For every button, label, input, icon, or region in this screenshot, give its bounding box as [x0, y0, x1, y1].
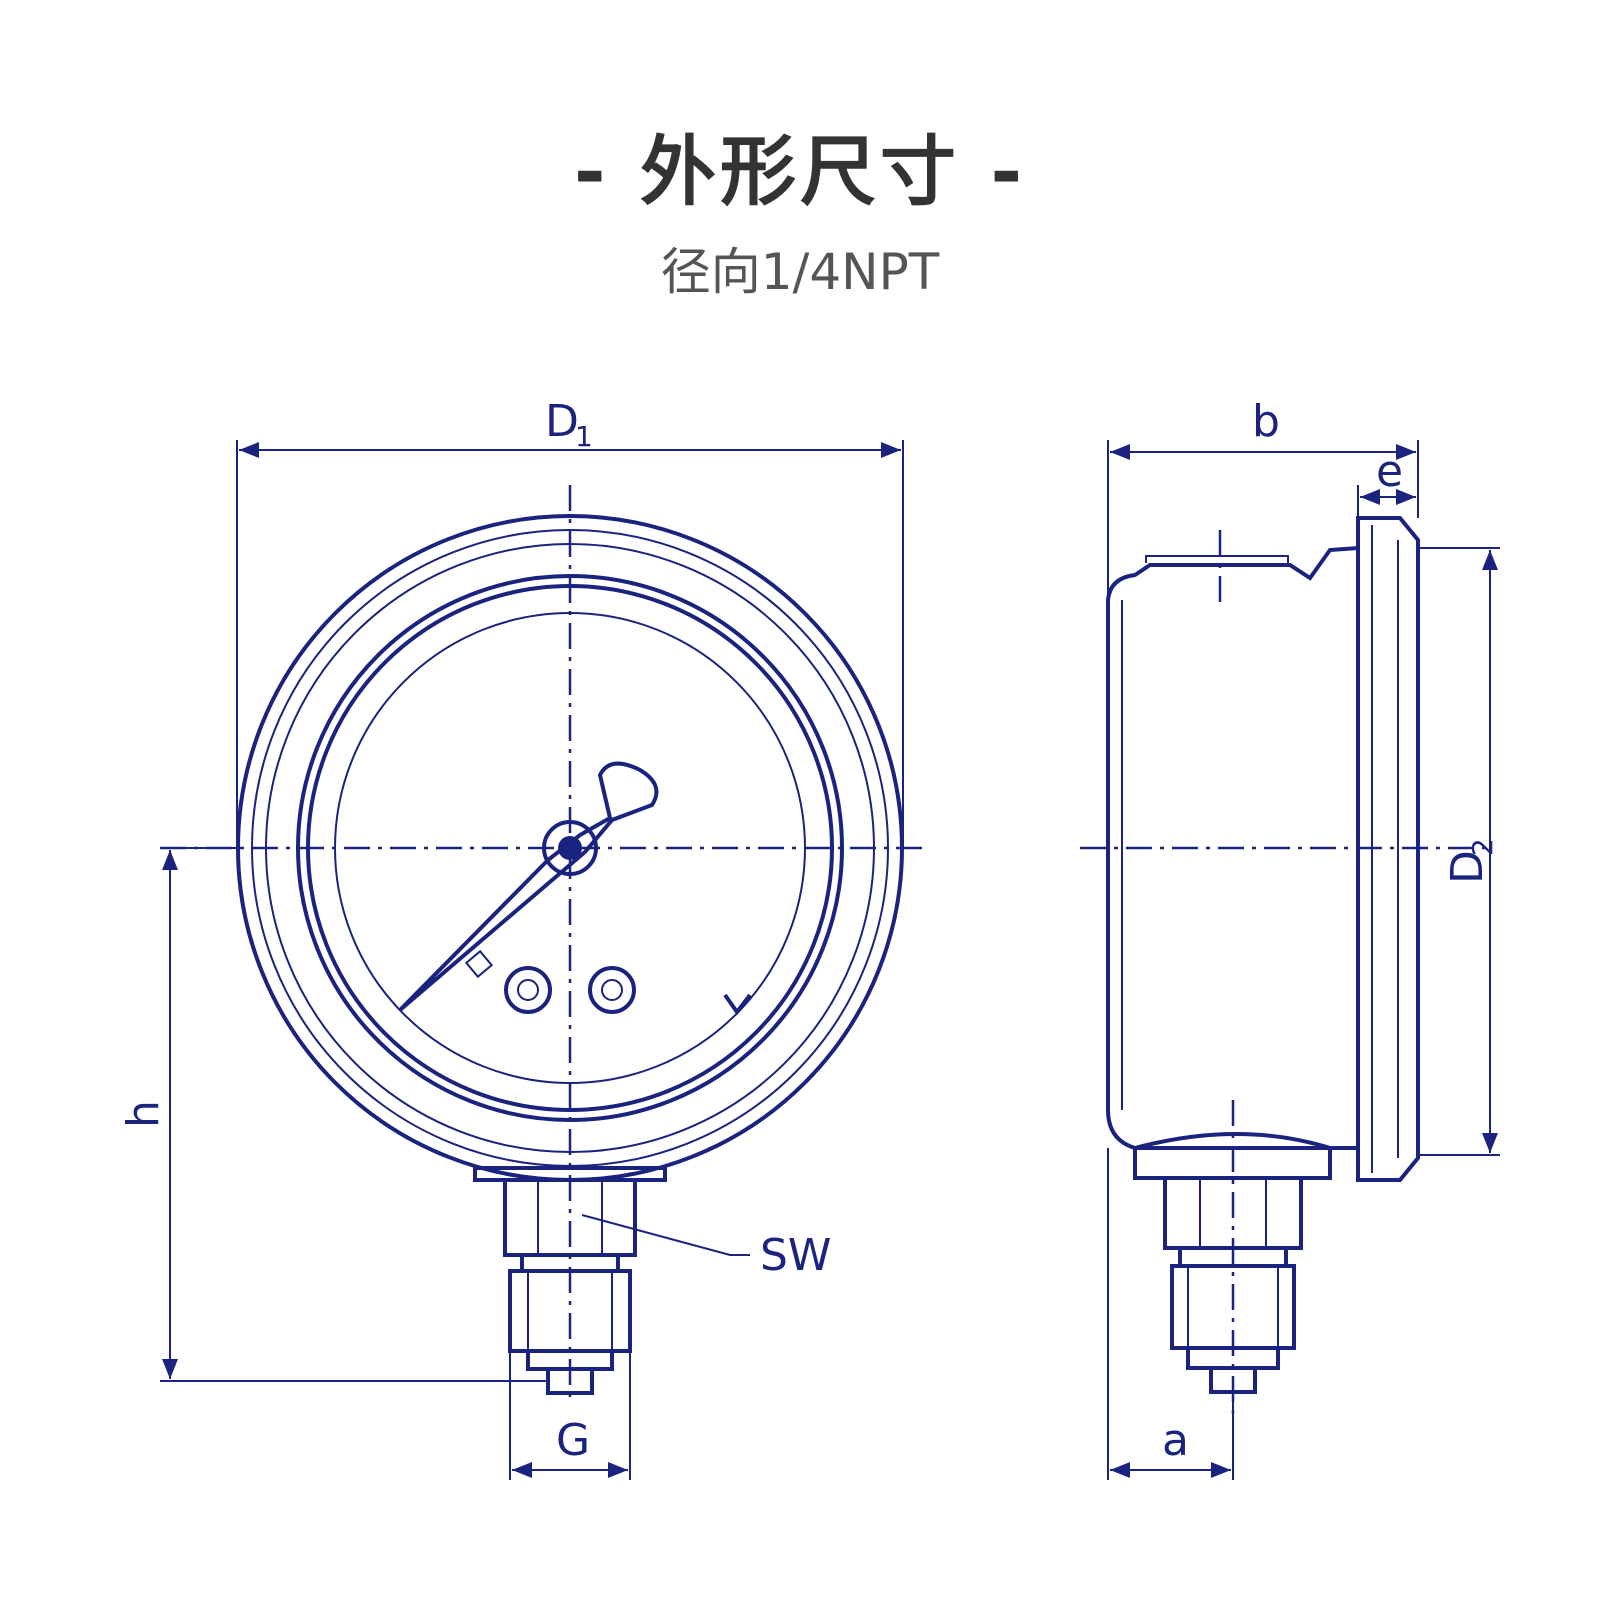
h-label: h — [118, 1100, 169, 1128]
page-title: - 外形尺寸 - — [573, 127, 1026, 216]
case-ring-3 — [265, 543, 875, 1153]
a-label: a — [1162, 1415, 1189, 1466]
adjust-hole-right — [588, 966, 636, 1014]
front-bezel-side — [1356, 516, 1420, 1182]
side-view: b e D 2 a — [1080, 396, 1500, 1480]
e-label: e — [1376, 446, 1403, 497]
bezel-ring — [296, 574, 844, 1122]
scale-end-mark — [723, 993, 752, 1016]
case-top-lug — [1145, 555, 1289, 563]
needle-tail-mark — [464, 949, 494, 979]
front-view: SW D 1 h G — [118, 396, 930, 1480]
adjust-hole-right-inner — [601, 979, 623, 1001]
adjust-hole-left-inner — [517, 979, 539, 1001]
d1-label: D — [545, 396, 579, 447]
d2-subscript: 2 — [1466, 838, 1499, 856]
needle-hub-outer — [542, 820, 598, 876]
socket-flange — [473, 1166, 667, 1182]
adjust-hole-left — [504, 966, 552, 1014]
sw-leader — [581, 1214, 750, 1256]
d2-label: D — [1442, 850, 1493, 884]
side-nozzle — [1209, 1366, 1257, 1394]
case-body-side — [1106, 545, 1360, 1150]
page-subtitle: 径向1/4NPT — [660, 243, 940, 301]
bezel-inner-ring — [306, 584, 834, 1112]
dial-face — [334, 612, 806, 1084]
sw-label: SW — [760, 1230, 831, 1281]
case-bottom-lug — [1133, 1132, 1332, 1180]
d1-subscript: 1 — [575, 420, 593, 453]
needle-hub-center — [558, 836, 582, 860]
pointer-needle — [398, 761, 659, 1012]
b-label: b — [1252, 396, 1280, 447]
g-label: G — [556, 1415, 590, 1466]
